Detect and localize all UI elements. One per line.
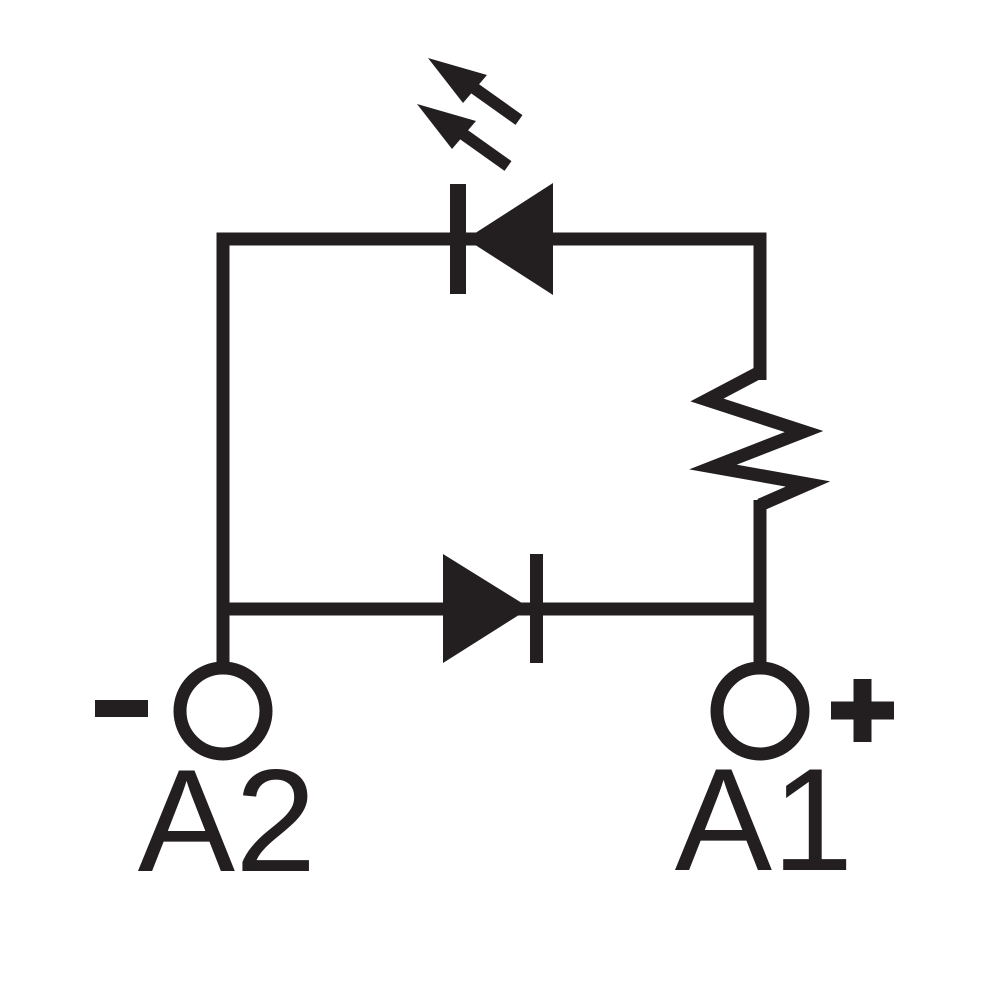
led-cathode-bar (450, 184, 466, 294)
terminal-a2-label: A2 (138, 739, 317, 902)
terminal-a2-circle (173, 661, 273, 761)
terminal-a1-circle (710, 661, 810, 761)
led-symbol (417, 58, 553, 295)
diode-cathode-bar (530, 554, 543, 663)
light-ray-arrow (428, 58, 523, 125)
resistor-zigzag (689, 366, 831, 511)
light-ray-tail (459, 129, 512, 171)
terminal-a1: A1 (675, 661, 894, 901)
terminal-a1-label: A1 (675, 738, 854, 901)
minus-sign (95, 700, 148, 717)
terminal-a2: A2 (95, 661, 317, 902)
light-ray-tail (470, 83, 523, 125)
resistor-symbol (689, 366, 831, 511)
plus-sign (831, 679, 894, 742)
diode-triangle (443, 554, 530, 663)
plus-sign-vertical (853, 679, 872, 742)
diode-symbol (443, 554, 543, 663)
led-triangle (466, 183, 553, 295)
led-light-arrows (417, 58, 523, 171)
light-ray-arrow (417, 104, 512, 171)
